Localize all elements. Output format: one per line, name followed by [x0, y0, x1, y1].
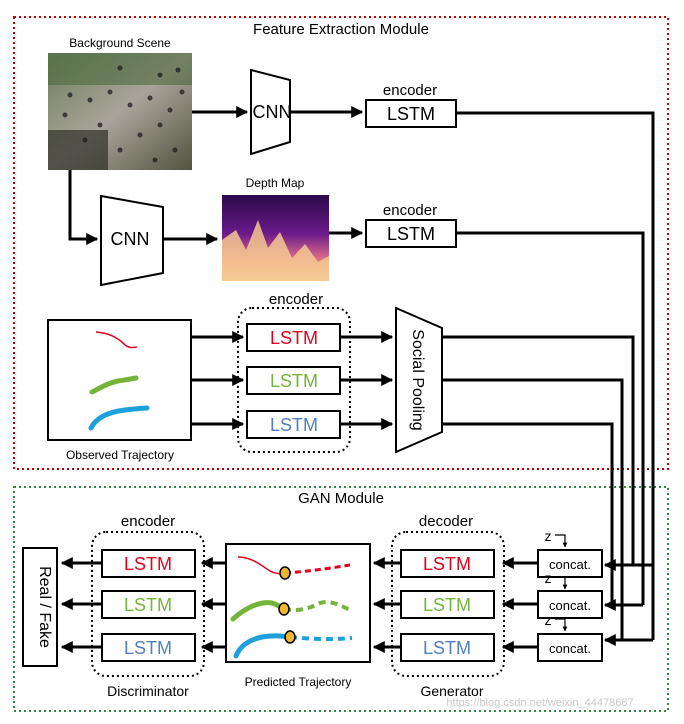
- gan-module-border: [13, 486, 669, 712]
- observed-blue-path: [88, 405, 150, 431]
- cnn-mid-label: CNN: [111, 229, 150, 249]
- concat-box-3: [537, 633, 603, 662]
- observed-green-path: [89, 375, 139, 395]
- lstm-top-label: LSTM: [387, 104, 435, 124]
- z-label-3: z: [545, 612, 552, 628]
- gen-lstm-blue-label: LSTM: [423, 638, 471, 658]
- generator-label: Generator: [420, 683, 483, 699]
- concat-box-1: [537, 549, 603, 578]
- disc-lstm-blue-box: [101, 633, 196, 662]
- disc-lstm-red-box: [101, 549, 196, 578]
- concat-label-1: concat.: [549, 557, 591, 572]
- pred-green-point: [278, 602, 290, 616]
- feature-module-title: Feature Extraction Module: [253, 21, 429, 38]
- gen-lstm-blue-box: [400, 633, 495, 662]
- routing-lines: [442, 111, 655, 640]
- encoder-mid-label: encoder: [383, 202, 437, 219]
- disc-lstm-blue-label: LSTM: [124, 638, 172, 658]
- real-fake-label: Real / Fake: [36, 566, 53, 648]
- pred-blue-observed: [233, 633, 293, 659]
- real-fake-box: [22, 547, 58, 667]
- depth-map-image: [222, 195, 329, 281]
- concat-label-2: concat.: [549, 598, 591, 613]
- observed-trajectory-label: Observed Trajectory: [66, 448, 174, 462]
- pred-red-point: [279, 566, 291, 580]
- feature-module-border: [13, 16, 669, 470]
- pred-green-future: [283, 600, 351, 613]
- disc-lstm-red-label: LSTM: [124, 554, 172, 574]
- predicted-trajectory-panel: [225, 543, 371, 663]
- watermark-text: https://blog.csdn.net/weixin_44478687: [446, 697, 633, 709]
- traj-lstm-red-label: LSTM: [270, 328, 318, 348]
- predicted-trajectory-label: Predicted Trajectory: [245, 675, 352, 689]
- generator-decoder-group: [391, 531, 505, 677]
- observed-red-path: [95, 331, 138, 349]
- z-arrow-3: [555, 618, 568, 632]
- concat-box-2: [537, 590, 603, 619]
- cnn-top-label: CNN: [253, 102, 292, 122]
- cnn-top-block: [250, 68, 291, 156]
- z-label-2: z: [545, 570, 552, 586]
- encoder-traj-label: encoder: [269, 291, 323, 308]
- lstm-top-box: [365, 99, 457, 128]
- lstm-mid-box: [365, 219, 457, 248]
- cnn-mid-block: [100, 194, 164, 287]
- decoder-label: decoder: [419, 513, 473, 530]
- gan-module-title: GAN Module: [298, 490, 384, 507]
- z-label-1: z: [545, 528, 552, 544]
- depth-map-label: Depth Map: [246, 176, 305, 190]
- gen-lstm-red-label: LSTM: [423, 554, 471, 574]
- scene-to-cnn-mid-arrow: [68, 170, 99, 245]
- background-scene-image: [48, 53, 192, 170]
- social-pooling-block: [395, 306, 443, 454]
- gen-lstm-green-label: LSTM: [423, 595, 471, 615]
- disc-lstm-green-label: LSTM: [124, 595, 172, 615]
- lstm-mid-label: LSTM: [387, 224, 435, 244]
- concat-label-3: concat.: [549, 641, 591, 656]
- social-pooling-label: Social Pooling: [409, 329, 426, 430]
- pred-blue-point: [284, 630, 296, 644]
- traj-lstm-blue-label: LSTM: [270, 415, 318, 435]
- discriminator-label: Discriminator: [107, 683, 189, 699]
- traj-lstm-green-box: [246, 366, 341, 395]
- disc-encoder-label: encoder: [121, 513, 175, 530]
- z-arrow-1: [555, 534, 568, 548]
- gen-lstm-red-box: [400, 549, 495, 578]
- background-scene-label: Background Scene: [69, 36, 171, 50]
- z-arrow-2: [555, 576, 568, 590]
- traj-lstm-green-label: LSTM: [270, 371, 318, 391]
- discriminator-encoder-group: [91, 531, 205, 677]
- encoder-top-label: encoder: [383, 82, 437, 99]
- traj-encoder-group: [237, 307, 351, 453]
